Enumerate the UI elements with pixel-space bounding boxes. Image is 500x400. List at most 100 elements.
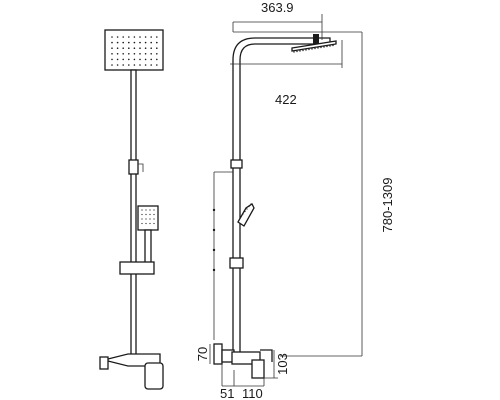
- nozzle-dot: [133, 58, 136, 61]
- nozzle-dot: [144, 53, 147, 55]
- nozzle-dot: [128, 41, 130, 44]
- front-soap-dish: [119, 261, 155, 275]
- nozzle-dot: [145, 222, 147, 225]
- nozzle-dot: [156, 53, 158, 55]
- dim-base-height-right: 103: [275, 353, 290, 375]
- spray-dot: [299, 50, 301, 52]
- dimension-marker: [212, 208, 216, 212]
- side-holder: [229, 257, 244, 269]
- side-spray-dots: [293, 44, 334, 53]
- nozzle-dot: [122, 64, 124, 66]
- dim-top-width: 363.9: [261, 0, 294, 15]
- nozzle-dot: [144, 58, 147, 61]
- nozzle-dot: [150, 58, 152, 61]
- dim-base-width-left: 51: [220, 386, 234, 400]
- nozzle-dot: [156, 58, 158, 61]
- nozzle-dot: [149, 209, 151, 211]
- spray-dot: [242, 213, 244, 215]
- side-hand-shower: [237, 203, 255, 227]
- front-spout: [144, 362, 164, 390]
- nozzle-dot: [116, 64, 119, 66]
- nozzle-dot: [156, 64, 158, 66]
- side-shower-arm: [232, 37, 331, 361]
- nozzle-dot: [153, 222, 155, 225]
- spray-dot: [323, 46, 325, 48]
- side-lever: [260, 349, 273, 362]
- nozzle-dot: [111, 58, 113, 61]
- front-riser-pipe: [130, 69, 137, 361]
- dimension-marker: [212, 248, 216, 252]
- side-head-connector: [313, 34, 319, 44]
- spray-dot: [308, 48, 310, 51]
- nozzle-dot: [153, 218, 155, 220]
- nozzle-dot: [149, 218, 151, 220]
- spray-dot: [332, 44, 334, 47]
- nozzle-dot: [111, 53, 113, 55]
- dimension-marker: [212, 228, 216, 232]
- nozzle-dot: [128, 64, 130, 66]
- side-view: [213, 34, 337, 379]
- nozzle-dot: [111, 36, 113, 38]
- nozzle-dot: [111, 64, 113, 66]
- nozzle-dot: [139, 53, 141, 55]
- dim-height-range: 780-1309: [380, 178, 395, 233]
- dim-base-height-left: 70: [195, 347, 210, 361]
- nozzle-dot: [153, 213, 155, 216]
- nozzle-dot: [156, 47, 158, 49]
- nozzle-dot: [122, 53, 124, 55]
- dimension-marker: [212, 268, 216, 272]
- nozzle-dot: [150, 41, 152, 44]
- nozzle-dot: [149, 213, 151, 216]
- nozzle-dot: [133, 36, 136, 38]
- nozzle-dot: [150, 47, 152, 49]
- nozzle-dot: [133, 53, 136, 55]
- nozzle-dot: [150, 36, 152, 38]
- front-shower-head: [104, 29, 164, 71]
- nozzle-dot: [122, 58, 124, 61]
- nozzle-dot: [156, 36, 158, 38]
- nozzle-dot: [156, 41, 158, 44]
- nozzle-dot: [128, 53, 130, 55]
- nozzle-dot: [111, 41, 113, 44]
- front-view: [99, 29, 164, 390]
- nozzle-dot: [150, 53, 152, 55]
- spray-dot: [311, 48, 313, 50]
- spray-dot: [314, 47, 316, 50]
- nozzle-dot: [139, 47, 141, 49]
- nozzle-dot: [145, 218, 147, 220]
- nozzle-dot: [145, 213, 147, 216]
- nozzle-dot: [144, 64, 147, 66]
- nozzle-dot: [116, 47, 119, 49]
- nozzle-dot: [139, 64, 141, 66]
- side-slider-joint: [230, 159, 243, 169]
- nozzle-dot: [116, 53, 119, 55]
- spray-dot: [302, 49, 304, 52]
- spray-dot: [317, 47, 319, 49]
- nozzle-dot: [116, 36, 119, 38]
- spray-dot: [329, 45, 331, 47]
- nozzle-dot: [141, 209, 143, 211]
- side-wall-plate: [213, 343, 223, 365]
- nozzle-dot: [133, 41, 136, 44]
- nozzle-dot: [111, 47, 113, 49]
- nozzle-dot: [133, 47, 136, 49]
- nozzle-dot: [116, 41, 119, 44]
- spray-dot: [293, 51, 295, 53]
- nozzle-dot: [128, 47, 130, 49]
- side-mixer-valve: [213, 343, 273, 379]
- nozzle-dot: [149, 222, 151, 225]
- nozzle-dot: [139, 36, 141, 38]
- side-shower-head: [291, 40, 337, 52]
- nozzle-dot: [122, 47, 124, 49]
- nozzle-dot: [150, 64, 152, 66]
- nozzle-dot: [139, 41, 141, 44]
- spray-dot: [305, 49, 307, 51]
- nozzle-dot: [139, 58, 141, 61]
- nozzle-dot: [122, 41, 124, 44]
- nozzle-dot: [141, 222, 143, 225]
- front-mixer-valve: [99, 353, 164, 390]
- spray-dot: [248, 205, 250, 208]
- nozzle-dot: [145, 209, 147, 211]
